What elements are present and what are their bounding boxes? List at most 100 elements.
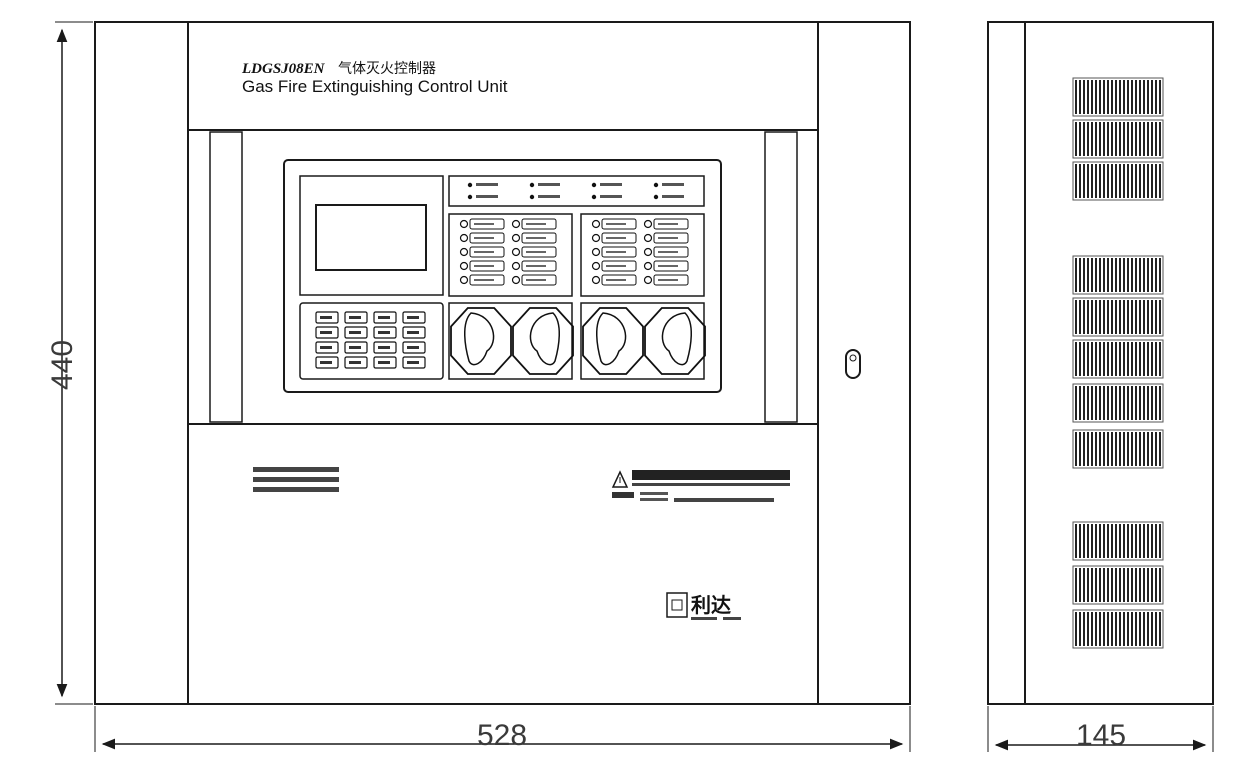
vent-slot	[1151, 386, 1153, 420]
vent-slot	[1151, 80, 1153, 114]
vent-slot	[1147, 258, 1149, 292]
keypad-key-glyph	[349, 331, 361, 334]
vent-slot	[1155, 568, 1157, 602]
zone-button-label-mark	[474, 223, 494, 225]
vent-slot	[1095, 122, 1097, 156]
vent-slot	[1127, 164, 1129, 198]
vent-block	[1072, 161, 1164, 201]
vent-slot	[1087, 432, 1089, 466]
vent-block	[1072, 609, 1164, 649]
keypad-key-glyph	[407, 316, 419, 319]
vent-block	[1072, 77, 1164, 117]
vent-slot	[1103, 80, 1105, 114]
vent-slot	[1155, 300, 1157, 334]
dimension-height: 440	[46, 21, 93, 705]
zone-button	[521, 260, 557, 272]
vent-slot	[1083, 80, 1085, 114]
vent-slot	[1123, 122, 1125, 156]
vent-slot	[1087, 568, 1089, 602]
vent-slot	[1119, 342, 1121, 376]
vent-slot	[1091, 258, 1093, 292]
vent-slot	[1103, 386, 1105, 420]
vent-slot	[1119, 432, 1121, 466]
vent-slot	[1127, 80, 1129, 114]
vent-slot	[1159, 300, 1161, 334]
vent-slot	[1107, 386, 1109, 420]
zone-button-label-mark	[606, 265, 626, 267]
zone-button	[521, 218, 557, 230]
zone-led	[591, 233, 601, 243]
zone-button	[469, 218, 505, 230]
certification-marks	[253, 467, 339, 492]
vent-slot	[1095, 258, 1097, 292]
vent-slot	[1091, 386, 1093, 420]
vent-slot	[1127, 568, 1129, 602]
zone-button	[601, 232, 637, 244]
zone-led	[511, 261, 521, 271]
vent-slot	[1155, 432, 1157, 466]
vent-slot	[1139, 386, 1141, 420]
vent-slot	[1139, 524, 1141, 558]
emergency-group-right	[580, 302, 705, 380]
vent-slot	[1115, 164, 1117, 198]
vent-slot	[1139, 300, 1141, 334]
lcd-bezel	[299, 175, 444, 296]
keypad-key-glyph	[320, 346, 332, 349]
vent-slot	[1087, 80, 1089, 114]
vent-slot	[1087, 258, 1089, 292]
zone-button	[521, 232, 557, 244]
vent-slot	[1087, 122, 1089, 156]
zone-led	[511, 233, 521, 243]
vent-slot	[1139, 432, 1141, 466]
vent-slot	[1123, 386, 1125, 420]
vent-slot	[1131, 80, 1133, 114]
vent-slot	[1075, 122, 1077, 156]
zone-button-label-mark	[606, 237, 626, 239]
vent-slot	[1159, 122, 1161, 156]
vent-slot	[1107, 568, 1109, 602]
vent-slot	[1115, 80, 1117, 114]
keypad-key	[315, 311, 339, 324]
vent-slot	[1131, 568, 1133, 602]
keypad-key-glyph	[349, 361, 361, 364]
vent-slot	[1143, 300, 1145, 334]
vent-slot	[1131, 524, 1133, 558]
vent-slot	[1099, 612, 1101, 646]
vent-slot	[1115, 432, 1117, 466]
vent-slot	[1079, 164, 1081, 198]
window-right-strip	[764, 131, 798, 423]
vent-slot	[1151, 612, 1153, 646]
vent-slot	[1095, 386, 1097, 420]
emergency-buttons	[450, 307, 706, 375]
vent-slot	[1135, 122, 1137, 156]
vent-block	[1072, 429, 1164, 469]
vent-slot	[1111, 258, 1113, 292]
zone-button	[653, 274, 689, 286]
vent-slot	[1107, 80, 1109, 114]
side-outer-frame	[987, 21, 1214, 705]
vent-slot	[1119, 258, 1121, 292]
logo-text: 利达	[691, 593, 731, 617]
emergency-button-cover	[661, 312, 692, 366]
vent-block	[1072, 119, 1164, 159]
zone-button-label-mark	[474, 251, 494, 253]
vent-slot	[1155, 80, 1157, 114]
vent-slot	[1139, 80, 1141, 114]
vent-slot	[1099, 122, 1101, 156]
vent-slot	[1155, 386, 1157, 420]
lcd-screen	[315, 204, 427, 271]
vent-slot	[1079, 432, 1081, 466]
vent-slot	[1083, 122, 1085, 156]
vent-slot	[1079, 258, 1081, 292]
zone-button	[601, 260, 637, 272]
zone-led	[591, 261, 601, 271]
keypad-key-glyph	[378, 331, 390, 334]
vent-slot	[1151, 300, 1153, 334]
vent-slot	[1127, 386, 1129, 420]
vent-slot	[1147, 524, 1149, 558]
vent-slot	[1083, 258, 1085, 292]
vent-slot	[1079, 122, 1081, 156]
vent-slot	[1079, 612, 1081, 646]
vent-block	[1072, 383, 1164, 423]
zone-button	[601, 274, 637, 286]
